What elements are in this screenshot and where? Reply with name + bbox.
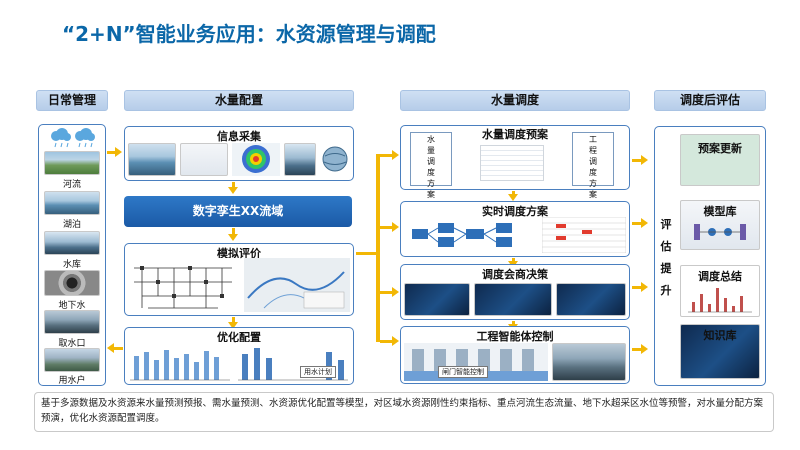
plan-document-preview xyxy=(480,145,544,181)
dispatch-summary-label: 调度总结 xyxy=(698,270,742,283)
site-photo xyxy=(284,143,316,176)
water-dispatch-scheme-card xyxy=(410,132,452,186)
water-user-photo xyxy=(44,348,100,372)
radar-icon xyxy=(232,143,280,176)
arrow-down-icon xyxy=(508,194,518,201)
simulation-evaluation-label: 模拟评价 xyxy=(217,247,261,260)
consultation-decision-label: 调度会商决策 xyxy=(482,268,548,281)
gate-control-tag: 闸门智能控制 xyxy=(438,366,488,378)
sluice-gate-photo xyxy=(552,343,626,381)
satellite-image xyxy=(128,143,176,176)
globe-icon xyxy=(320,143,350,176)
arrow-down-icon xyxy=(228,322,238,329)
info-collection-label: 信息采集 xyxy=(217,130,261,143)
evaluation-improvement-label: 评 估 提 升 xyxy=(660,218,672,297)
water-source-label: 地下水 xyxy=(58,301,86,311)
river-photo xyxy=(44,151,100,175)
connector-arrow-shaft xyxy=(380,226,392,229)
water-plan-tag: 用水计划 xyxy=(300,366,336,378)
network-topology-diagram xyxy=(128,258,240,312)
connector-arrow-shaft xyxy=(232,228,235,235)
river-basin-map xyxy=(244,258,350,312)
connector-arrow-shaft xyxy=(632,286,642,289)
realtime-dispatch-label: 实时调度方案 xyxy=(482,205,548,218)
arrow-right-icon xyxy=(641,155,648,165)
connector-arrow-shaft xyxy=(232,182,235,188)
summary-chart-icon xyxy=(688,288,752,313)
knowledge-base-card xyxy=(680,324,760,379)
arrow-down-icon xyxy=(228,187,238,194)
water-source-label: 取水口 xyxy=(58,339,86,349)
allocation-bar-chart xyxy=(128,342,232,382)
vertical-connector xyxy=(376,154,380,342)
header-water-allocation: 水量配置 xyxy=(124,90,354,111)
connector-arrow-shaft xyxy=(114,347,123,350)
dispatch-table xyxy=(542,217,626,253)
monitoring-image xyxy=(180,143,228,176)
engineering-dispatch-scheme-text: 工 程 调 度 方 案 xyxy=(589,135,597,199)
connector-arrow-shaft xyxy=(380,340,392,343)
arrow-down-icon xyxy=(228,234,238,241)
connector-arrow-shaft xyxy=(512,258,515,262)
arrow-right-icon xyxy=(641,218,648,228)
connector-arrow-shaft xyxy=(356,252,376,255)
connector-arrow-shaft xyxy=(632,348,642,351)
arrow-right-icon xyxy=(392,222,399,232)
lake-photo xyxy=(44,191,100,215)
groundwater-photo xyxy=(44,270,100,296)
connector-arrow-shaft xyxy=(107,151,116,154)
model-diagram-icon xyxy=(694,224,746,240)
water-intake-photo xyxy=(44,310,100,334)
model-library-card xyxy=(680,200,760,250)
meeting-room-photo xyxy=(474,283,552,316)
plan-update-label: 预案更新 xyxy=(698,142,742,155)
water-source-label: 水库 xyxy=(62,260,81,270)
arrow-right-icon xyxy=(115,147,122,157)
water-source-label: 河流 xyxy=(62,180,81,190)
arrow-right-icon xyxy=(392,150,399,160)
connector-arrow-shaft xyxy=(632,222,642,225)
arrow-right-icon xyxy=(392,287,399,297)
arrow-right-icon xyxy=(392,336,399,346)
header-post-evaluation: 调度后评估 xyxy=(654,90,766,111)
model-library-label: 模型库 xyxy=(703,205,737,218)
arrow-right-icon xyxy=(641,282,648,292)
water-source-label: 用水户 xyxy=(58,376,86,386)
command-center-photo xyxy=(556,283,626,316)
arrow-right-icon xyxy=(641,344,648,354)
connector-arrow-shaft xyxy=(632,159,642,162)
rain-cloud-icon xyxy=(51,128,95,148)
page-title: “2+N”智能业务应用：水资源管理与调配 xyxy=(62,22,436,46)
dispatch-plan-label: 水量调度预案 xyxy=(482,128,548,141)
engineering-dispatch-scheme-card xyxy=(572,132,614,186)
connector-arrow-shaft xyxy=(380,154,392,157)
knowledge-base-label: 知识库 xyxy=(703,329,737,342)
optimization-configuration-label: 优化配置 xyxy=(217,331,261,344)
water-source-label: 湖泊 xyxy=(62,220,81,230)
connector-arrow-shaft xyxy=(232,317,235,323)
digital-twin-banner: 数字孪生XX流域 xyxy=(124,196,352,227)
dispatch-flowchart xyxy=(406,217,538,253)
engineering-agent-control-label: 工程智能体控制 xyxy=(476,330,554,343)
arrow-left-icon xyxy=(107,343,114,353)
connector-arrow-shaft xyxy=(512,321,515,325)
reservoir-photo xyxy=(44,231,100,255)
connector-arrow-shaft xyxy=(380,291,392,294)
control-room-photo xyxy=(404,283,470,316)
header-daily-management: 日常管理 xyxy=(36,90,108,111)
header-water-dispatch: 水量调度 xyxy=(400,90,630,111)
water-dispatch-scheme-text: 水 量 调 度 方 案 xyxy=(427,135,435,199)
connector-arrow-shaft xyxy=(512,191,515,195)
plan-update-card xyxy=(680,134,760,186)
description-text: 基于多源数据及水资源来水量预测预报、需水量预测、水资源优化配置等模型，对区域水资… xyxy=(34,392,774,432)
